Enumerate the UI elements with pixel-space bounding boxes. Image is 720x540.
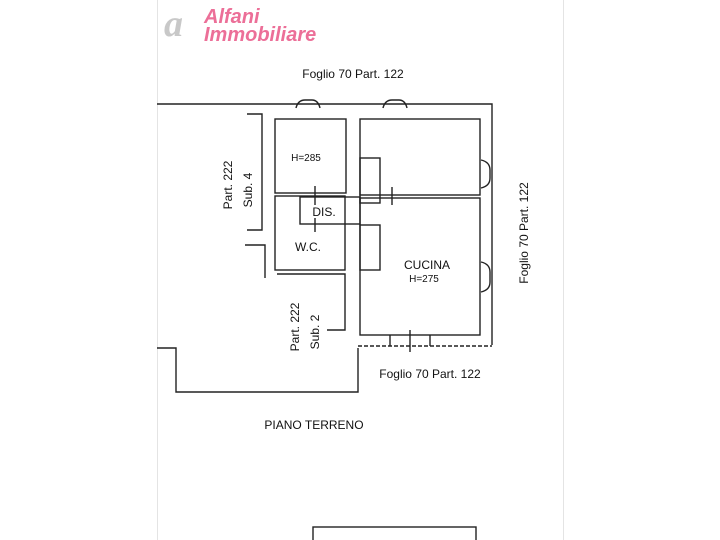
walls [157,99,493,393]
cucina-label: CUCINA [404,258,450,272]
wc-label: W.C. [295,240,321,254]
window-icon [382,99,408,109]
right-parcel-label: Foglio 70 Part. 122 [517,182,531,284]
title-block-box [312,526,477,540]
window-icon [295,99,321,109]
sub-2-label: Sub. 2 [308,314,322,349]
window-icon [480,159,491,189]
part-222-lower: Part. 222 [288,302,302,351]
dis-label: DIS. [312,205,335,219]
alfani-logo: a Alfani Immobiliare [160,3,360,46]
sub-4-label: Sub. 4 [241,172,255,207]
floor-title: PIANO TERRENO [264,418,363,432]
room-height-275: H=275 [409,274,439,285]
logo-line1: Alfani [204,6,260,28]
room-height-285: H=285 [291,153,321,164]
logo-line2: Immobiliare [204,24,317,46]
part-222-upper: Part. 222 [221,160,235,209]
window-icon [480,261,491,293]
bottom-parcel-label: Foglio 70 Part. 122 [379,367,481,381]
logo-mark: a [164,3,183,45]
top-parcel-label: Foglio 70 Part. 122 [302,67,404,81]
